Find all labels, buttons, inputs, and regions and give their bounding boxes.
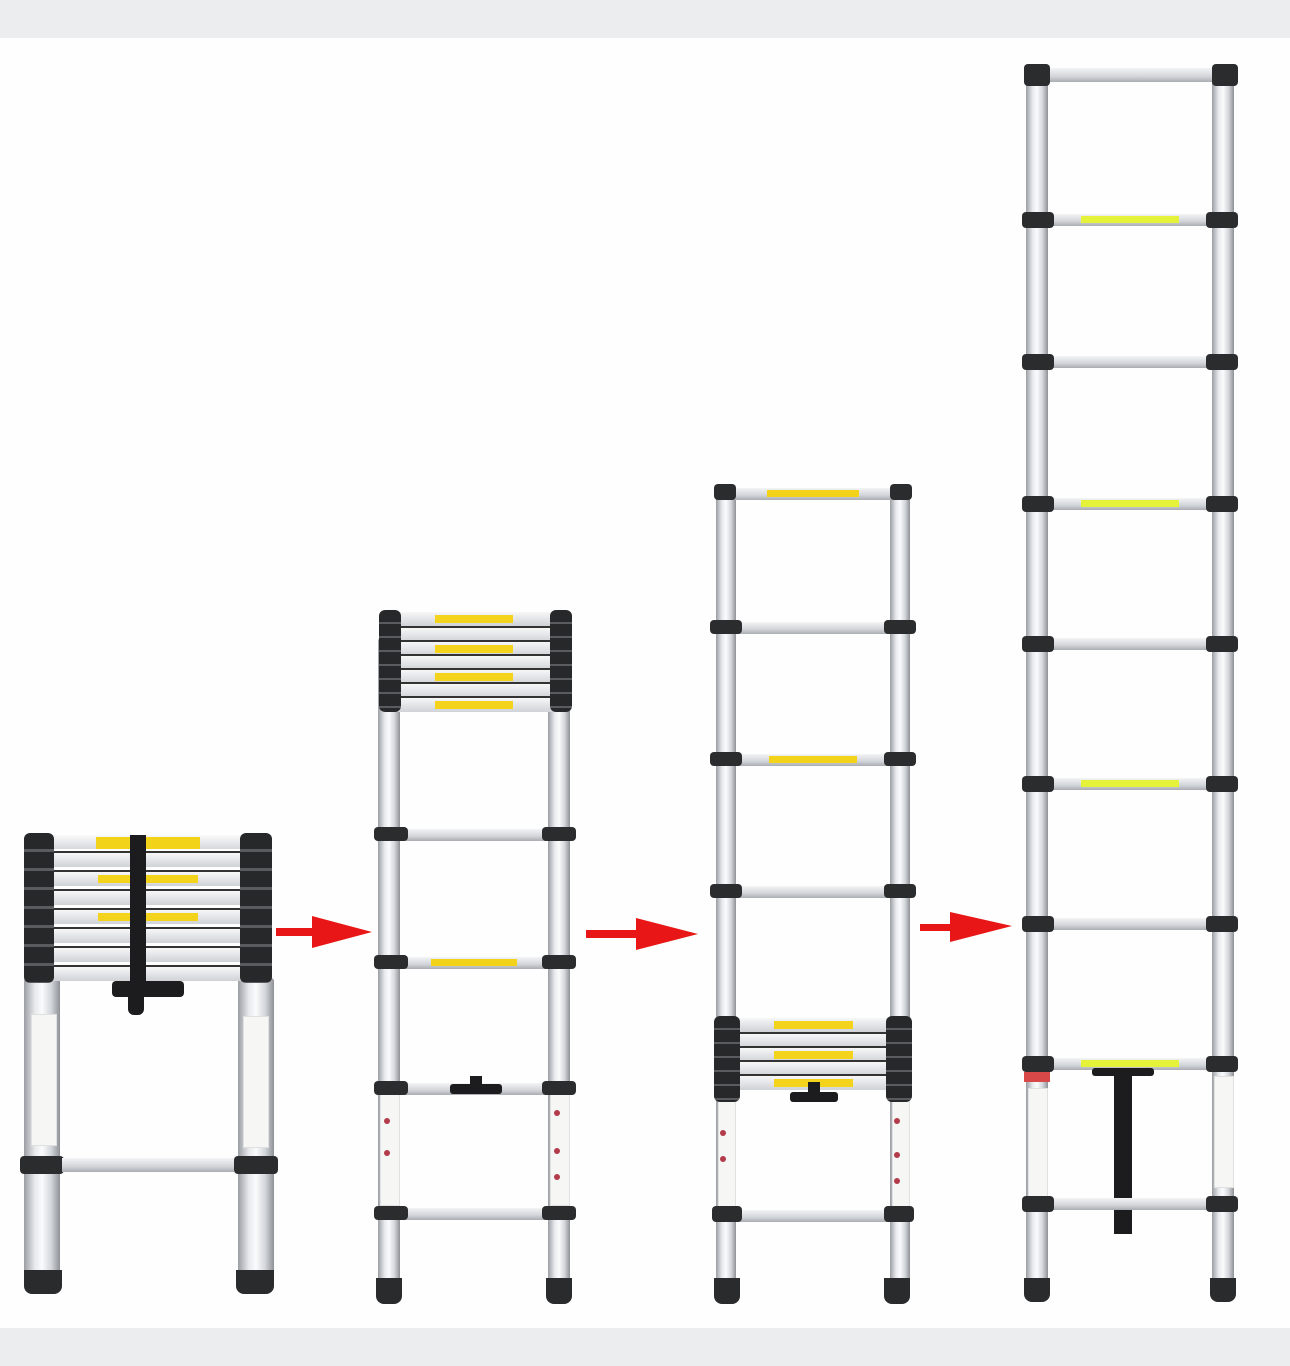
- rung: [1042, 778, 1218, 790]
- instruction-sticker: [243, 1016, 269, 1148]
- rung: [398, 1208, 550, 1220]
- rung-collar: [20, 1156, 64, 1174]
- rubber-foot: [1024, 1278, 1050, 1302]
- instruction-sticker: [31, 1014, 57, 1146]
- bottom-band: [0, 1328, 1290, 1366]
- strap-tail: [128, 993, 144, 1015]
- rubber-foot: [1210, 1278, 1236, 1302]
- ladder-collapsed: [0, 38, 300, 1328]
- end-caps-left: [379, 610, 401, 712]
- stacked-rung: [48, 965, 248, 981]
- stacked-rung: [734, 1060, 892, 1076]
- stacked-rung: [48, 908, 248, 924]
- stacked-rung: [48, 870, 248, 886]
- stacked-rung: [396, 654, 552, 670]
- warning-tag: [1024, 1072, 1050, 1082]
- stacked-rung: [48, 889, 248, 905]
- top-rung: [730, 488, 896, 500]
- rung: [1042, 1058, 1218, 1070]
- stacked-rung: [734, 1018, 892, 1032]
- rubber-foot: [714, 1278, 740, 1304]
- ladder-stage-2: [0, 38, 600, 1328]
- stacked-rung: [48, 946, 248, 962]
- rung: [1042, 1198, 1218, 1210]
- ladder-stage-3: [0, 38, 940, 1328]
- rubber-foot: [24, 1270, 62, 1294]
- rung: [1042, 918, 1218, 930]
- strap-handle: [450, 1084, 502, 1094]
- rubber-foot: [546, 1278, 572, 1304]
- rung: [1042, 356, 1218, 368]
- stacked-rung: [396, 682, 552, 698]
- arrow-right-icon: [276, 916, 372, 948]
- rung: [734, 1210, 892, 1222]
- end-caps-left: [24, 833, 54, 983]
- right-rail: [1212, 66, 1234, 1296]
- end-caps-right: [886, 1016, 912, 1102]
- rung: [1042, 214, 1218, 226]
- bottom-rung: [62, 1158, 234, 1172]
- rung-collar: [234, 1156, 278, 1174]
- left-rail: [1026, 66, 1048, 1296]
- end-caps-left: [714, 1016, 740, 1102]
- end-caps-right: [240, 833, 272, 983]
- strap-handle: [1092, 1068, 1154, 1076]
- top-band: [0, 0, 1290, 38]
- strap-handle: [790, 1092, 838, 1102]
- product-image: [0, 38, 1290, 1328]
- stacked-rung: [48, 851, 248, 867]
- carry-strap: [130, 835, 146, 985]
- pictogram-sticker: [1028, 1088, 1048, 1200]
- rubber-foot: [376, 1278, 402, 1304]
- rung: [1042, 638, 1218, 650]
- rung: [398, 957, 550, 969]
- stacked-rung: [734, 1046, 892, 1062]
- stacked-rung: [396, 696, 552, 712]
- warning-label: [96, 837, 200, 849]
- rubber-foot: [884, 1278, 910, 1304]
- stacked-rung: [48, 927, 248, 943]
- rung: [734, 754, 892, 766]
- stacked-rung: [396, 626, 552, 642]
- rung: [734, 886, 892, 898]
- carry-strap: [1114, 1074, 1132, 1234]
- stacked-rung: [396, 612, 552, 626]
- arrow-right-icon: [920, 912, 1012, 942]
- top-rung: [1040, 68, 1220, 82]
- arrow-right-icon: [586, 918, 698, 950]
- end-caps-right: [550, 610, 572, 712]
- stacked-rung: [396, 668, 552, 684]
- rubber-foot: [236, 1270, 274, 1294]
- stacked-rung: [734, 1032, 892, 1048]
- ladder-fully-extended: [0, 38, 1290, 1328]
- stacked-rung: [396, 640, 552, 656]
- rung: [734, 622, 892, 634]
- rung: [1042, 498, 1218, 510]
- rung: [398, 829, 550, 841]
- pictogram-sticker: [1214, 1076, 1234, 1188]
